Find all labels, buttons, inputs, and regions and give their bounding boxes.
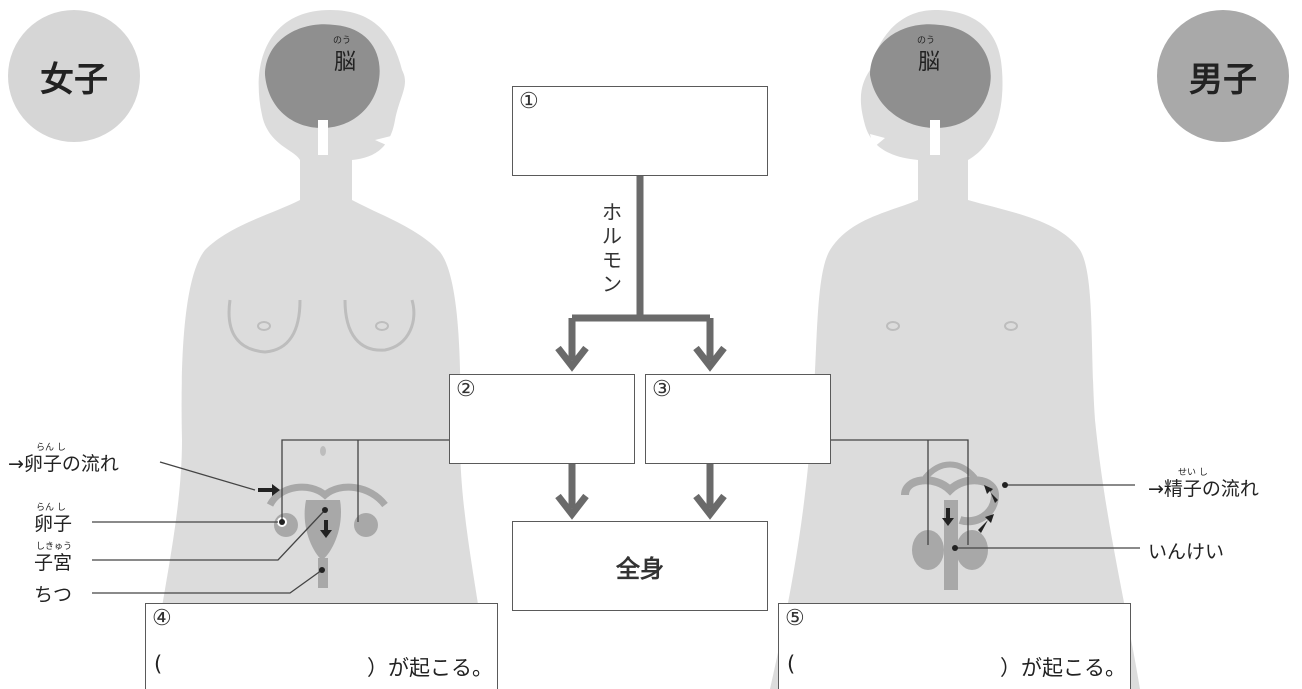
whole-body-box: 全身 [512,521,768,611]
box-4-suffix: ）が起こる。 [367,652,493,682]
hormone-char: ホ [601,200,623,224]
sperm-flow-label: →精子の流れ [1148,474,1259,501]
box-2-number: ② [456,377,476,402]
uterus-label: 子宮 [34,548,72,575]
male-circle: 男子 [1157,10,1289,142]
box-3-number: ③ [652,377,672,402]
whole-body-label: 全身 [513,522,767,610]
hormone-char: ル [601,224,623,248]
hormone-char: モ [601,248,623,272]
egg-label: 卵子 [34,509,72,536]
box-4-open-paren: ( [154,652,162,676]
female-circle: 女子 [8,10,140,142]
male-label: 男子 [1189,52,1257,101]
vagina-label: ちつ [34,580,72,607]
box-4-number: ④ [152,606,172,631]
male-brain-label: 脳 [918,44,940,76]
box-4: ④ ( ）が起こる。 [145,603,498,689]
egg-flow-label: →卵子の流れ [8,449,119,476]
box-2: ② [449,374,635,464]
female-navel [320,446,326,456]
box-1: ① [512,86,768,176]
box-5-open-paren: ( [787,652,795,676]
box-1-number: ① [519,89,539,114]
box-3: ③ [645,374,831,464]
box-5: ⑤ ( ）が起こる。 [778,603,1131,689]
hormone-char: ン [601,272,623,296]
box-5-number: ⑤ [785,606,805,631]
penis-label: いんけい [1148,537,1224,564]
hormone-label: ホ ル モ ン [601,200,623,296]
female-label: 女子 [40,52,108,101]
female-brain-label: 脳 [334,44,356,76]
box-5-suffix: ）が起こる。 [1000,652,1126,682]
